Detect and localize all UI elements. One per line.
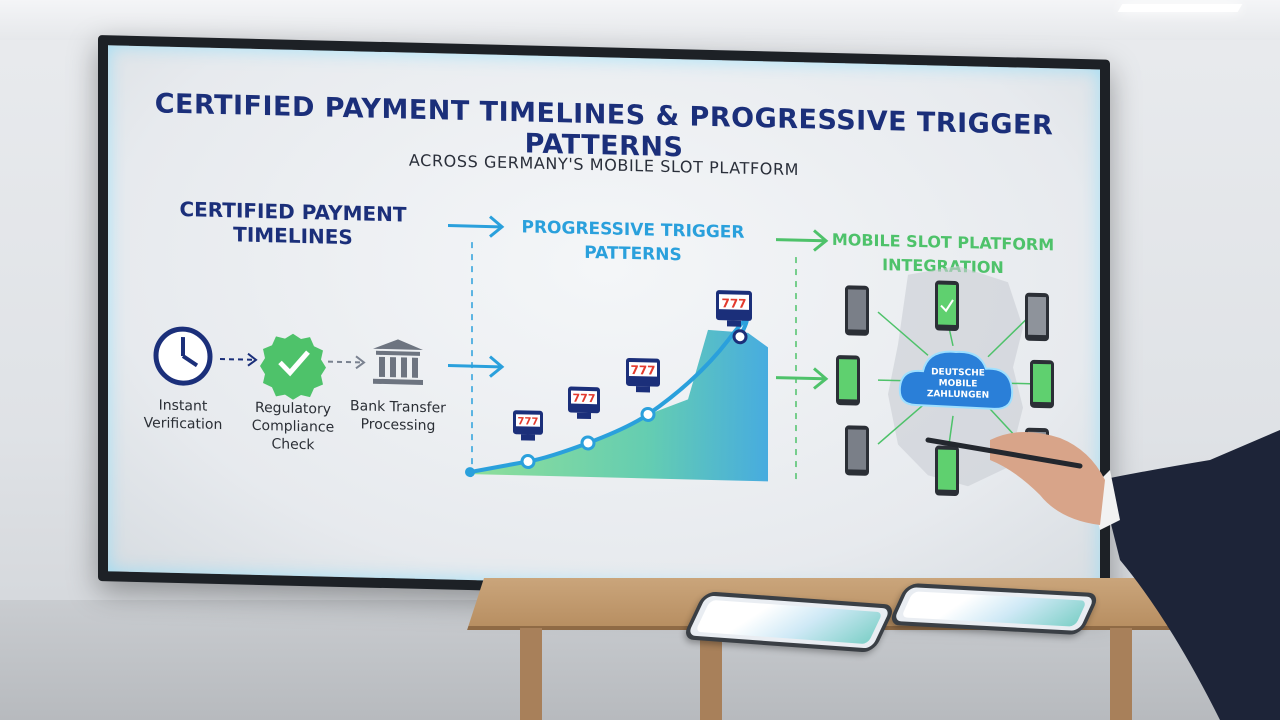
- suit-sleeve: [1100, 430, 1280, 720]
- check-badge-icon: [260, 333, 326, 400]
- slot-machine-icon: 777: [568, 386, 600, 420]
- slot-machine-icon: 777: [626, 357, 660, 393]
- ceiling: [0, 0, 1280, 40]
- step-label-line: Processing: [360, 416, 436, 435]
- dashed-arrow-icon: [220, 352, 258, 367]
- step-label-line: Compliance: [251, 417, 335, 436]
- phone-icon: [845, 285, 869, 336]
- slide-diagram: 777 777 777 777: [153, 215, 1054, 496]
- presenter-arm: [925, 430, 1280, 720]
- slot-symbol: 777: [518, 416, 539, 428]
- smartphone-screen: [695, 599, 883, 645]
- clock-icon: [153, 326, 213, 386]
- chart-point: [520, 454, 536, 470]
- slot-symbol: 777: [573, 392, 596, 406]
- section-arrow-icon: [776, 229, 829, 252]
- phone-icon: [1025, 292, 1049, 342]
- cloud-hub-icon: [898, 350, 1014, 410]
- chart-point: [732, 329, 748, 345]
- flow-arrow-icon: [448, 355, 505, 378]
- table-leg: [1110, 628, 1132, 720]
- table-leg: [520, 628, 542, 720]
- section-arrow-icon: [448, 215, 505, 238]
- phone-icon: [935, 280, 959, 331]
- slot-machine-icon: 777: [716, 290, 752, 327]
- phone-icon: [845, 425, 869, 476]
- slot-symbol: 777: [721, 296, 746, 311]
- phone-icon: [935, 445, 959, 496]
- phone-icon: [836, 355, 860, 406]
- flow-arrow-icon: [776, 367, 829, 390]
- chart-point: [465, 467, 475, 478]
- step-label-line: Bank Transfer: [350, 398, 446, 417]
- network-lines: [877, 311, 1030, 466]
- chart-area: [470, 329, 768, 482]
- step-label-bank-transfer: Bank Transfer Processing: [343, 397, 453, 436]
- growth-chart: [465, 317, 768, 482]
- step-label-compliance: Regulatory Compliance Check: [238, 398, 348, 455]
- chart-point: [580, 435, 596, 451]
- display-screen: CERTIFIED PAYMENT TIMELINES & PROGRESSIV…: [98, 35, 1110, 606]
- table-leg: [700, 628, 722, 720]
- step-label-line: Verification: [143, 415, 223, 434]
- chart-point: [640, 406, 656, 422]
- hand: [990, 431, 1105, 525]
- presentation-slide: CERTIFIED PAYMENT TIMELINES & PROGRESSIV…: [108, 45, 1100, 596]
- slot-machine-icon: 777: [513, 410, 543, 441]
- bank-icon: [373, 339, 423, 385]
- step-label-line: Check: [271, 436, 315, 454]
- step-label-verification: Instant Verification: [128, 396, 238, 435]
- stylus-pen: [925, 437, 1083, 469]
- phone-icon: [1030, 359, 1054, 409]
- slot-symbol: 777: [630, 363, 655, 378]
- dashed-arrow-icon: [328, 355, 366, 370]
